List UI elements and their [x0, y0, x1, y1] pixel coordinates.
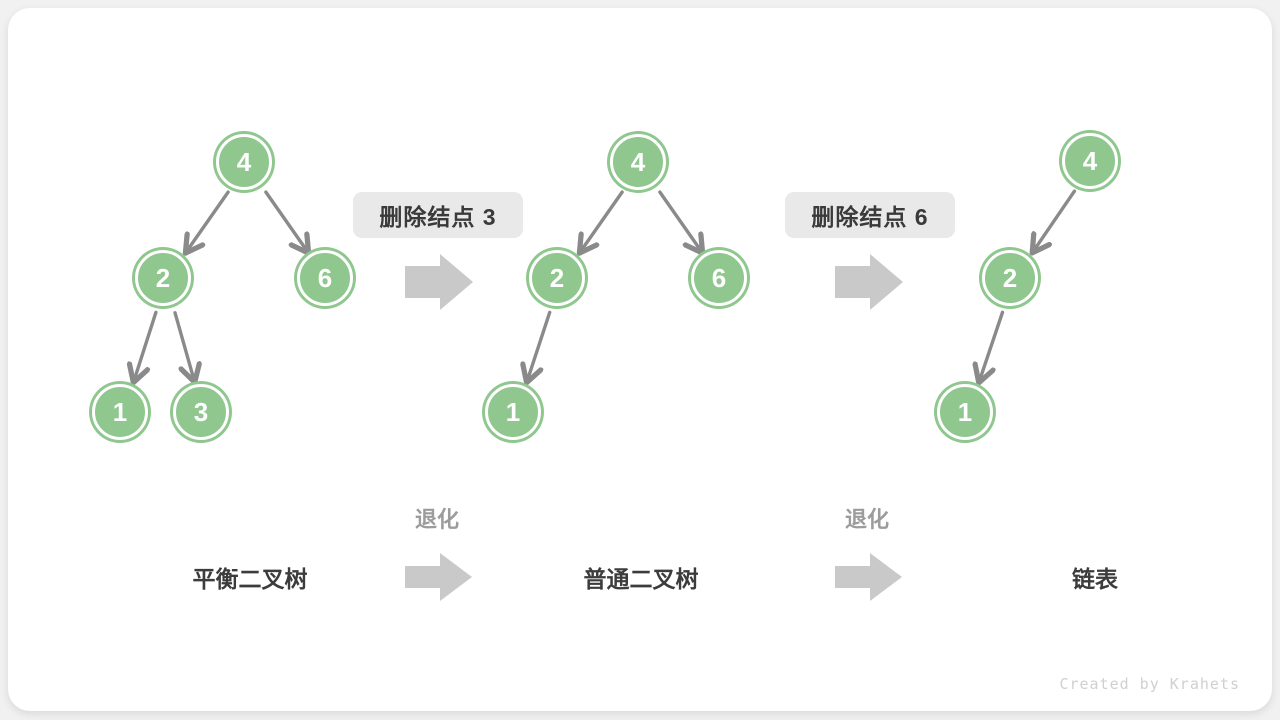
tree-caption: 普通二叉树 [583, 566, 699, 592]
tree-node: 2 [982, 250, 1038, 306]
delete-node-badge: 删除结点 6 [785, 192, 955, 238]
tree-caption: 链表 [1072, 566, 1118, 592]
tree-node: 3 [173, 384, 229, 440]
tree-node: 2 [529, 250, 585, 306]
canvas-card [8, 8, 1272, 711]
tree-node: 6 [297, 250, 353, 306]
tree-node: 2 [135, 250, 191, 306]
tree-node: 4 [1062, 133, 1118, 189]
tree-node: 4 [216, 134, 272, 190]
tree-node: 6 [691, 250, 747, 306]
watermark: Created by Krahets [1059, 675, 1240, 693]
degrade-label: 退化 [414, 507, 460, 532]
delete-node-badge: 删除结点 3 [353, 192, 523, 238]
tree-node: 1 [937, 384, 993, 440]
tree-caption: 平衡二叉树 [192, 566, 308, 592]
tree-node: 4 [610, 134, 666, 190]
tree-node: 1 [92, 384, 148, 440]
degrade-label: 退化 [844, 507, 890, 532]
tree-node: 1 [485, 384, 541, 440]
